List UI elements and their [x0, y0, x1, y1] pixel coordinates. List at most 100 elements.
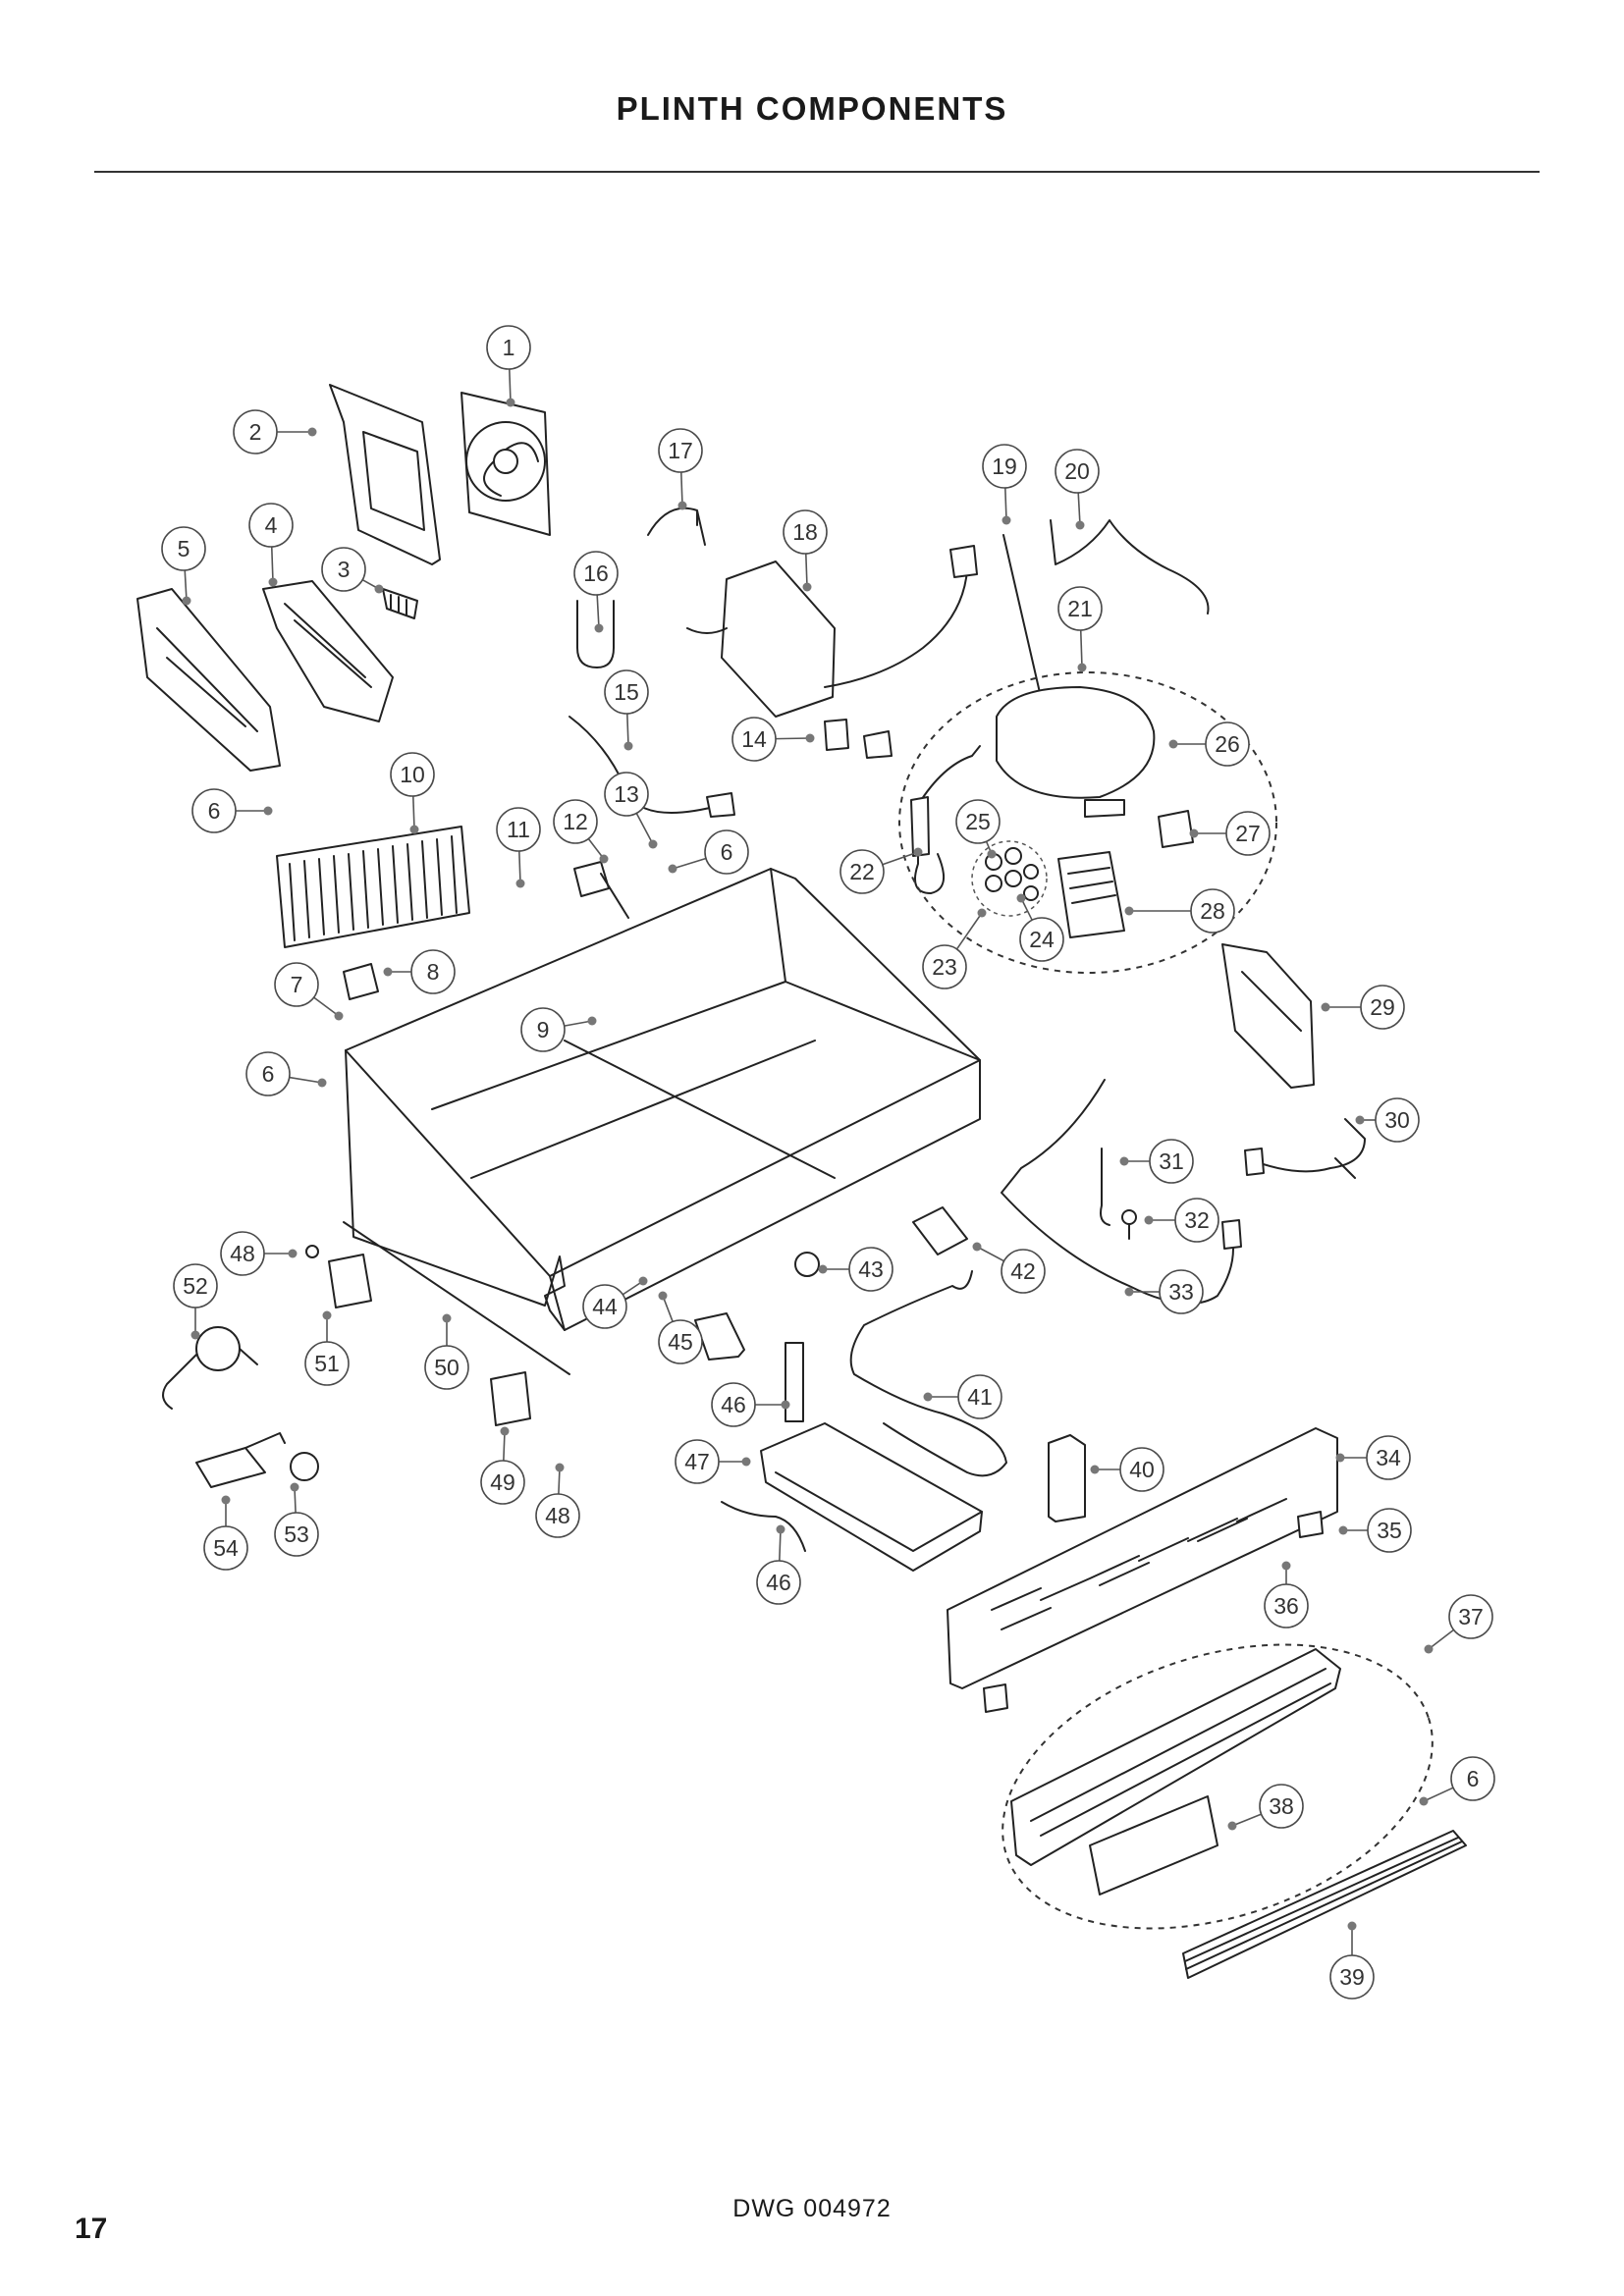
part-valve-assembly	[195, 1432, 319, 1488]
part-drip-tray	[760, 1422, 983, 1572]
callout-6: 6	[245, 1051, 291, 1096]
callout-leader	[264, 1249, 298, 1258]
callout-number: 4	[265, 512, 278, 538]
grommet-kit-group-outline	[971, 840, 1048, 917]
part-pad-35b	[983, 1683, 1008, 1713]
callout-leader	[1001, 487, 1011, 525]
callout-53: 53	[274, 1512, 319, 1557]
callout-leader	[500, 1426, 510, 1462]
callout-5: 5	[161, 526, 206, 571]
callout-18: 18	[783, 509, 828, 555]
part-bent-tube	[647, 507, 706, 546]
callout-7: 7	[274, 962, 319, 1007]
callout-number: 54	[213, 1535, 239, 1561]
callout-number: 5	[178, 536, 190, 561]
part-starter-relay	[1158, 810, 1194, 848]
part-door-switch	[328, 1254, 372, 1308]
callout-leader	[818, 1264, 849, 1274]
callout-44: 44	[582, 1284, 627, 1329]
part-compressor	[996, 686, 1156, 818]
callout-leader	[668, 857, 707, 874]
callout-21: 21	[1057, 586, 1103, 631]
callout-number: 2	[249, 419, 262, 445]
callout-number: 31	[1159, 1148, 1184, 1174]
callout-24: 24	[1019, 917, 1064, 962]
callout-number: 37	[1458, 1604, 1484, 1629]
page-number: 17	[75, 2213, 108, 2245]
callout-number: 33	[1168, 1279, 1194, 1305]
callout-10: 10	[390, 752, 435, 797]
callout-leader	[1419, 1787, 1454, 1806]
callout-number: 7	[291, 972, 303, 997]
part-fan	[460, 392, 551, 536]
callout-leader	[635, 813, 658, 849]
callout-leader	[594, 594, 604, 633]
callout-leader	[658, 1291, 674, 1322]
callout-leader	[277, 427, 317, 437]
callout-54: 54	[203, 1525, 248, 1571]
callout-number: 6	[1467, 1766, 1480, 1791]
callout-14: 14	[731, 717, 777, 762]
callout-leader	[236, 806, 273, 816]
part-wiring-harness-33	[1001, 1079, 1242, 1305]
callout-leader	[383, 967, 411, 977]
callout-27: 27	[1225, 811, 1271, 856]
compressor-kit-group-outline	[898, 671, 1277, 974]
part-side-bracket	[1221, 943, 1315, 1089]
callout-number: 24	[1029, 927, 1055, 952]
part-water-pump	[162, 1326, 258, 1410]
drawing-number: DWG 004972	[732, 2195, 892, 2222]
callout-43: 43	[848, 1247, 893, 1292]
callout-number: 16	[583, 561, 609, 586]
callout-number: 34	[1376, 1445, 1401, 1470]
part-drain-tube	[1050, 519, 1210, 614]
part-control-box-harness	[686, 545, 978, 759]
callout-number: 9	[537, 1017, 550, 1042]
callout-23: 23	[922, 944, 967, 989]
callout-number: 27	[1235, 821, 1261, 846]
callout-leader	[268, 546, 278, 587]
part-drawings	[136, 384, 1467, 1979]
callout-12: 12	[553, 799, 598, 844]
callout-38: 38	[1259, 1784, 1304, 1829]
callout-number: 17	[668, 438, 693, 463]
callout-leader	[1338, 1525, 1368, 1535]
callout-48: 48	[535, 1493, 580, 1538]
part-inverter-board	[1057, 851, 1125, 938]
callout-49: 49	[480, 1460, 525, 1505]
callout-6: 6	[191, 788, 237, 833]
callout-number: 36	[1273, 1593, 1299, 1619]
callout-leader	[322, 1310, 332, 1342]
callout-number: 49	[490, 1469, 515, 1495]
callout-17: 17	[658, 428, 703, 473]
callout-number: 12	[563, 809, 588, 834]
callout-30: 30	[1375, 1097, 1420, 1143]
callout-36: 36	[1264, 1583, 1309, 1629]
part-rod	[1002, 534, 1042, 698]
callout-11: 11	[496, 807, 541, 852]
callout-leader	[1075, 492, 1085, 530]
part-pad-35	[1297, 1511, 1324, 1538]
callout-leader	[622, 1276, 648, 1296]
callout-26: 26	[1205, 721, 1250, 767]
part-long-rod	[343, 1221, 570, 1375]
callout-leader	[506, 368, 515, 407]
callout-leader	[776, 1524, 785, 1562]
part-fan-shroud	[329, 384, 441, 565]
callout-leader	[1335, 1453, 1367, 1463]
callout-19: 19	[982, 444, 1027, 489]
part-kick-panel	[947, 1427, 1338, 1689]
callout-9: 9	[520, 1007, 566, 1052]
callout-6: 6	[704, 829, 749, 875]
callout-3: 3	[321, 547, 366, 592]
callout-leader	[289, 1076, 327, 1088]
callout-leader	[719, 1457, 751, 1467]
callout-leader	[1077, 629, 1087, 672]
part-evaporator-tube	[849, 1270, 1007, 1477]
callout-leader	[1016, 893, 1033, 921]
part-temperature-sensor	[1100, 1148, 1110, 1226]
callout-25: 25	[955, 799, 1001, 844]
callout-8: 8	[410, 949, 456, 994]
callout-leader	[313, 996, 344, 1021]
